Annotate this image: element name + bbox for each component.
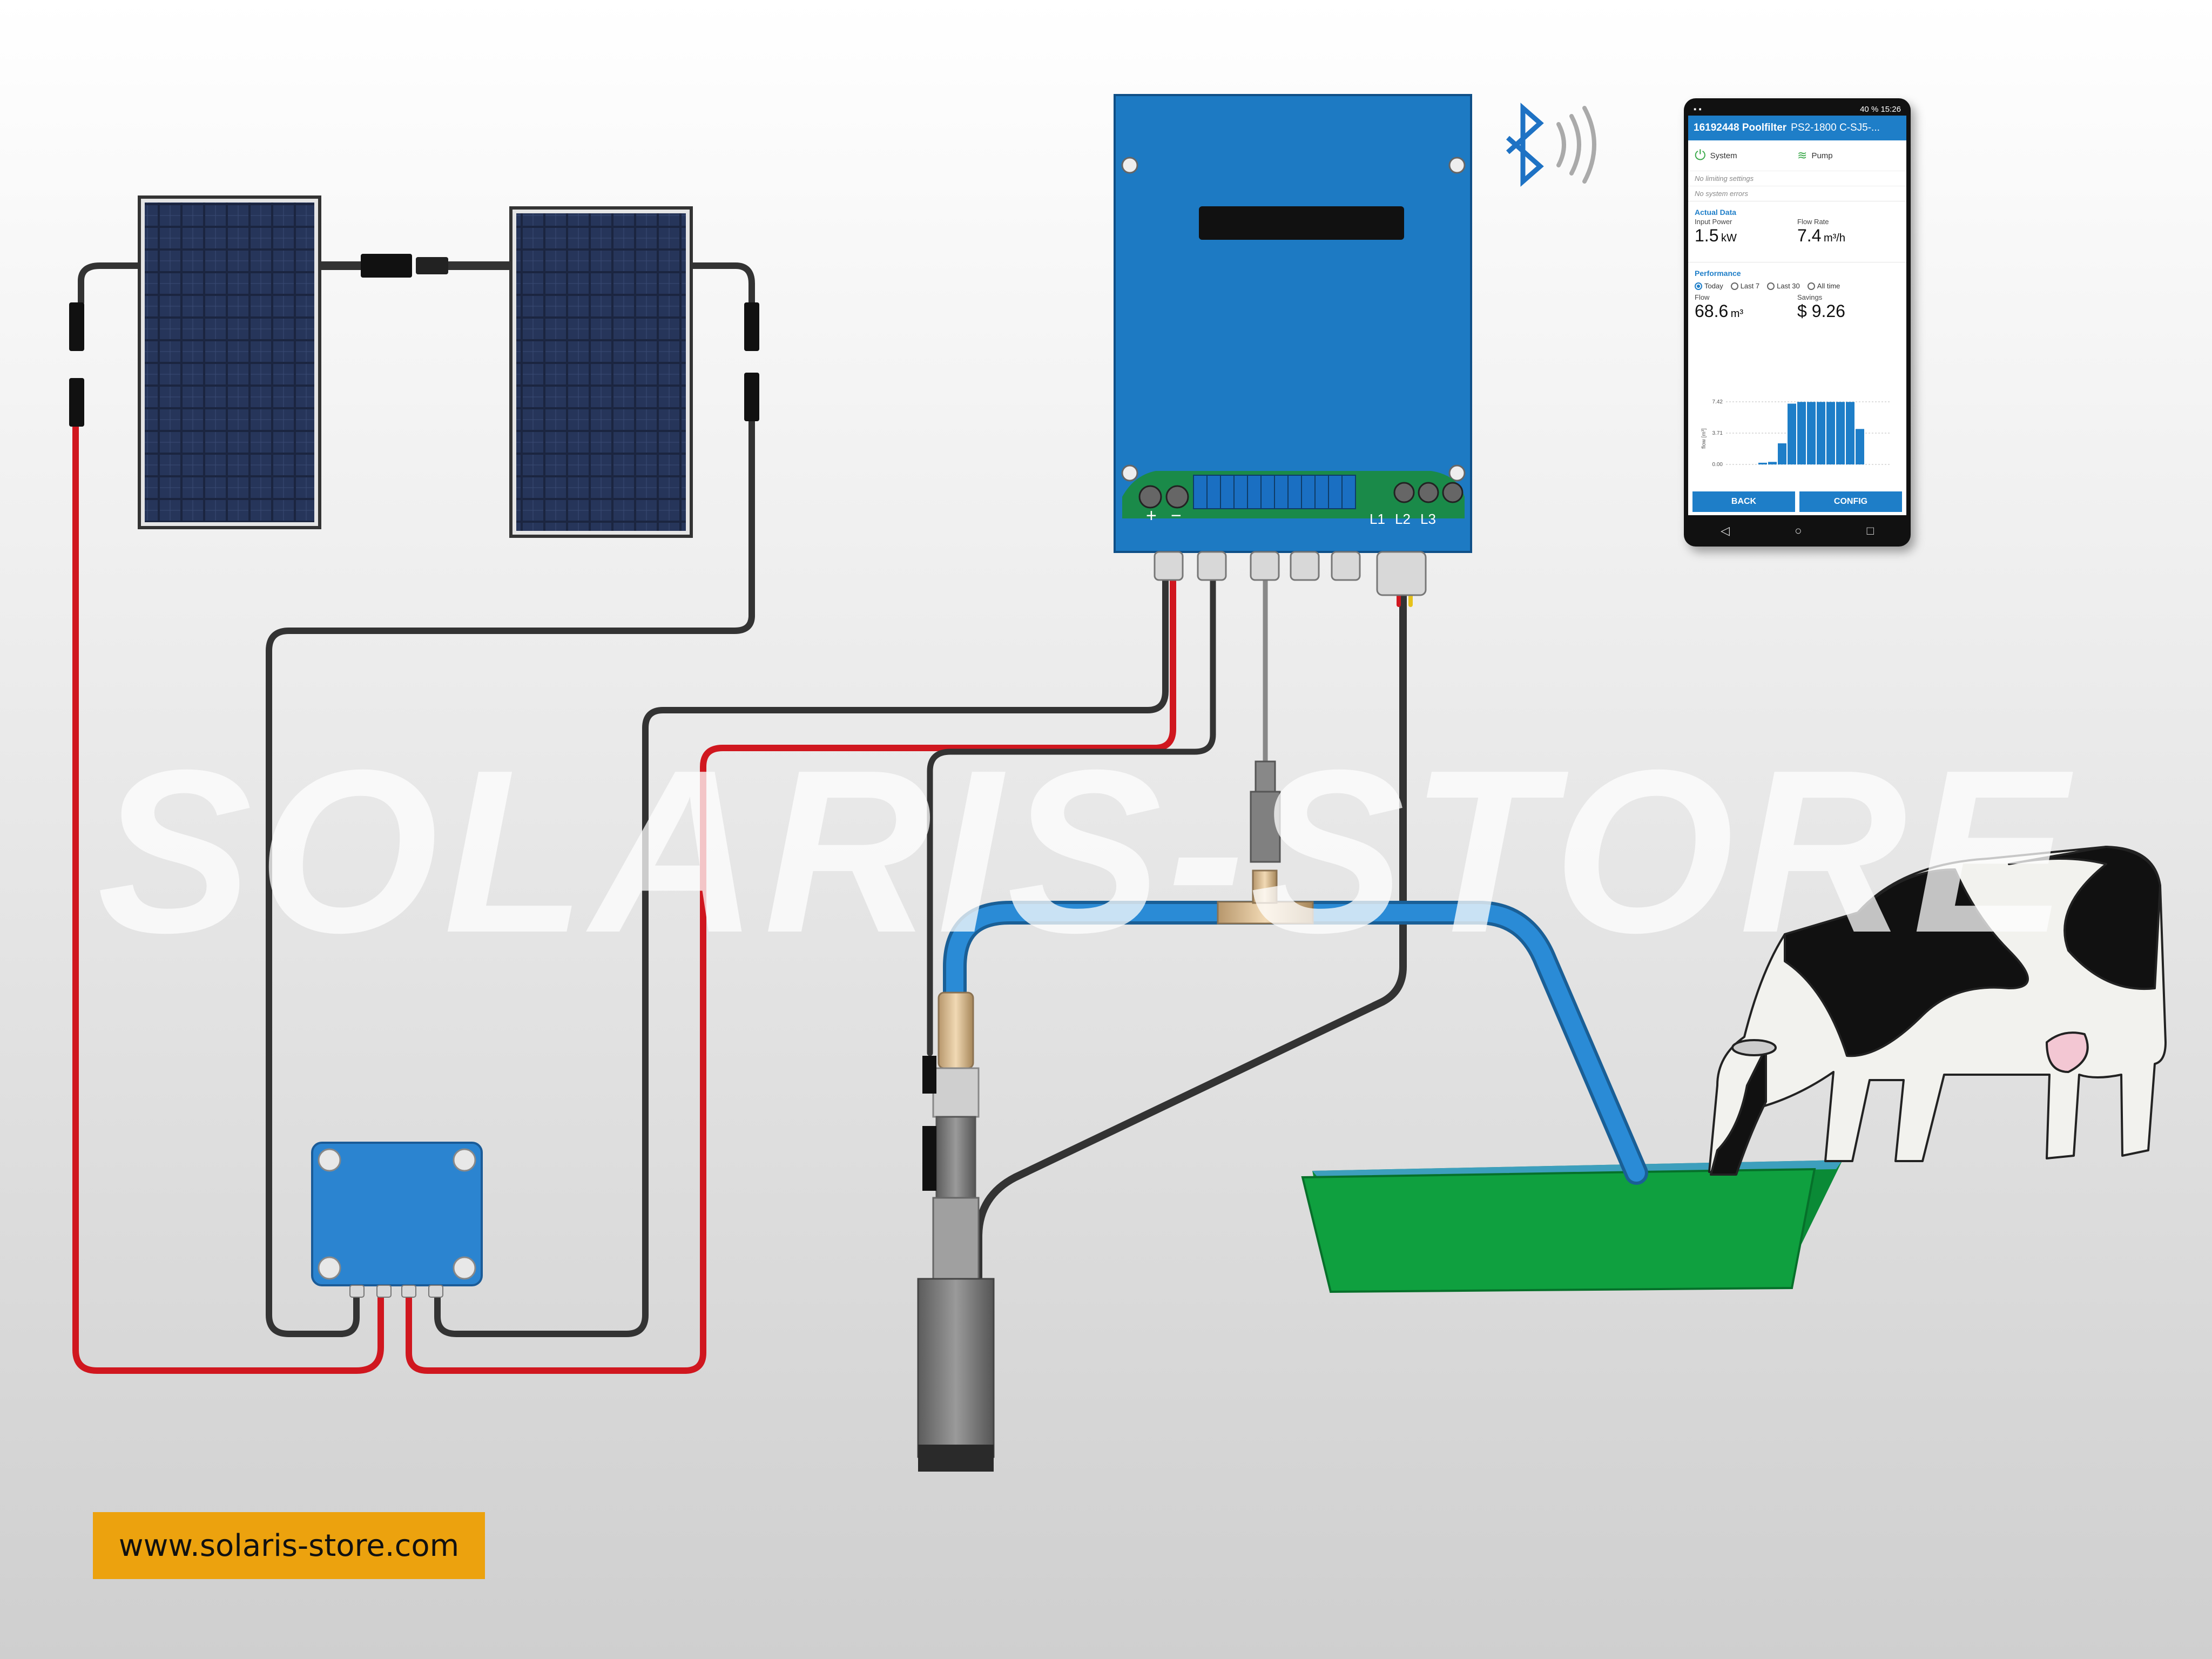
app-tabs: ⏻ System ≋ Pump bbox=[1688, 140, 1906, 171]
mc4-connectors-left bbox=[69, 302, 84, 427]
mc4-connector-top bbox=[320, 254, 511, 278]
chart-bar bbox=[1836, 402, 1845, 464]
motor-cable bbox=[975, 574, 1407, 1284]
flow-rate-value: 7.4 bbox=[1797, 226, 1822, 245]
section-performance: Performance bbox=[1688, 262, 1906, 279]
dc-red-to-inverter bbox=[406, 483, 1176, 1374]
cable-glands bbox=[1154, 551, 1427, 596]
app-bar: 16192448 Poolfilter PS2-1800 C-SJ5-... bbox=[1688, 116, 1906, 140]
pump-controller: + − L1 L2 L3 bbox=[1114, 94, 1472, 553]
chart-bar bbox=[1817, 402, 1825, 464]
wireless-signal-icon bbox=[1556, 106, 1596, 184]
pv-minus-label: − bbox=[1171, 505, 1182, 526]
chart-bar bbox=[1758, 462, 1767, 464]
config-button[interactable]: CONFIG bbox=[1799, 491, 1902, 512]
pv-black-cable-down bbox=[266, 418, 755, 1337]
solar-panel-right bbox=[509, 206, 693, 538]
phone-screen: ▪ ▪ 40 % 15:26 16192448 Poolfilter PS2-1… bbox=[1688, 103, 1906, 515]
website-badge[interactable]: www.solaris-store.com bbox=[93, 1512, 485, 1579]
period-label: Today bbox=[1704, 282, 1723, 290]
chart-ylabel: flow [m³] bbox=[1701, 428, 1707, 449]
status-icons: ▪ ▪ bbox=[1694, 104, 1702, 114]
period-selector: Today Last 7 Last 30 All time bbox=[1688, 279, 1906, 293]
radio-icon bbox=[1695, 282, 1702, 290]
savings-label: Savings bbox=[1797, 293, 1823, 301]
tab-system[interactable]: ⏻ System bbox=[1695, 147, 1797, 164]
pv-red-cable bbox=[72, 423, 384, 1374]
savings-value: $ 9.26 bbox=[1797, 301, 1845, 321]
phone-app: ▪ ▪ 40 % 15:26 16192448 Poolfilter PS2-1… bbox=[1684, 98, 1911, 547]
app-subtitle: PS2-1800 C-SJ5-... bbox=[1791, 122, 1880, 133]
tab-pump-label: Pump bbox=[1811, 151, 1833, 160]
pump-icon: ≋ bbox=[1797, 149, 1808, 162]
chart-bar bbox=[1826, 402, 1835, 464]
note-limiting: No limiting settings bbox=[1688, 171, 1906, 186]
tab-pump[interactable]: ≋ Pump bbox=[1797, 149, 1900, 163]
status-bar: ▪ ▪ 40 % 15:26 bbox=[1688, 103, 1906, 116]
input-power-label: Input Power bbox=[1695, 218, 1732, 226]
terminal-l3-label: L3 bbox=[1420, 511, 1436, 527]
cables bbox=[72, 262, 1413, 1374]
mc4-connectors-right bbox=[744, 302, 759, 421]
radio-icon bbox=[1730, 282, 1738, 290]
nav-back-icon[interactable]: ◁ bbox=[1721, 524, 1730, 537]
chart-ytick-label: 7.42 bbox=[1712, 399, 1723, 405]
pipe-tee-fitting bbox=[1217, 869, 1314, 925]
flow-label: Flow bbox=[1695, 293, 1710, 301]
chart-bar bbox=[1807, 402, 1816, 464]
pv-plus-label: + bbox=[1146, 505, 1157, 526]
flow-rate-unit: m³/h bbox=[1823, 232, 1845, 244]
nav-home-icon[interactable]: ○ bbox=[1795, 524, 1802, 537]
period-last-30[interactable]: Last 30 bbox=[1767, 282, 1800, 290]
nav-recents-icon[interactable]: □ bbox=[1866, 524, 1874, 537]
controller-display bbox=[1199, 206, 1404, 240]
flow-rate-label: Flow Rate bbox=[1797, 218, 1829, 226]
pv-plus-terminal bbox=[1138, 485, 1162, 509]
tab-system-label: System bbox=[1710, 151, 1737, 160]
terminal-l1-label: L1 bbox=[1370, 511, 1385, 527]
pv-black-cable-left bbox=[78, 262, 143, 306]
input-power-unit: kW bbox=[1721, 232, 1737, 244]
period-last-7[interactable]: Last 7 bbox=[1730, 282, 1760, 290]
section-actual-data: Actual Data bbox=[1688, 201, 1906, 218]
chart-ytick-label: 3.71 bbox=[1712, 430, 1723, 436]
radio-icon bbox=[1767, 282, 1775, 290]
junction-box bbox=[311, 1142, 483, 1298]
period-label: Last 7 bbox=[1740, 282, 1760, 290]
chart-bar bbox=[1778, 443, 1786, 464]
flow-unit: m³ bbox=[1730, 308, 1744, 320]
chart-bar bbox=[1797, 402, 1806, 464]
period-label: All time bbox=[1817, 282, 1840, 290]
cow-illustration bbox=[1708, 846, 2167, 1176]
flow-value: 68.6 bbox=[1695, 301, 1729, 321]
chart-bar bbox=[1856, 429, 1864, 464]
chart-bar bbox=[1788, 403, 1796, 464]
period-all-time[interactable]: All time bbox=[1807, 282, 1840, 290]
note-errors: No system errors bbox=[1688, 186, 1906, 201]
bluetooth-icon bbox=[1506, 103, 1544, 187]
power-icon: ⏻ bbox=[1695, 147, 1706, 163]
period-today[interactable]: Today bbox=[1695, 282, 1723, 290]
back-button[interactable]: BACK bbox=[1692, 491, 1795, 512]
flow-chart: flow [m³] 0.00 3.71 7.42 bbox=[1701, 399, 1891, 468]
chart-ytick-label: 0.00 bbox=[1712, 462, 1723, 468]
sensor-cable-black bbox=[927, 567, 1216, 1056]
pv-minus-terminal bbox=[1165, 485, 1189, 509]
dc-black-to-inverter bbox=[434, 483, 1169, 1337]
radio-icon bbox=[1807, 282, 1815, 290]
status-time: 40 % 15:26 bbox=[1860, 104, 1901, 114]
pressure-sensor bbox=[1250, 760, 1281, 863]
terminal-l2-label: L2 bbox=[1395, 511, 1411, 527]
water-trough bbox=[1301, 1160, 1843, 1293]
submersible-pump bbox=[917, 992, 995, 1472]
period-label: Last 30 bbox=[1777, 282, 1800, 290]
chart-bar bbox=[1768, 462, 1777, 464]
app-title: 16192448 Poolfilter bbox=[1694, 122, 1787, 133]
android-nav: ◁ ○ □ bbox=[1688, 517, 1906, 544]
solar-panel-left bbox=[138, 195, 321, 529]
chart-bar bbox=[1846, 402, 1854, 464]
pv-black-cable-right bbox=[688, 262, 755, 306]
input-power-value: 1.5 bbox=[1695, 226, 1719, 245]
